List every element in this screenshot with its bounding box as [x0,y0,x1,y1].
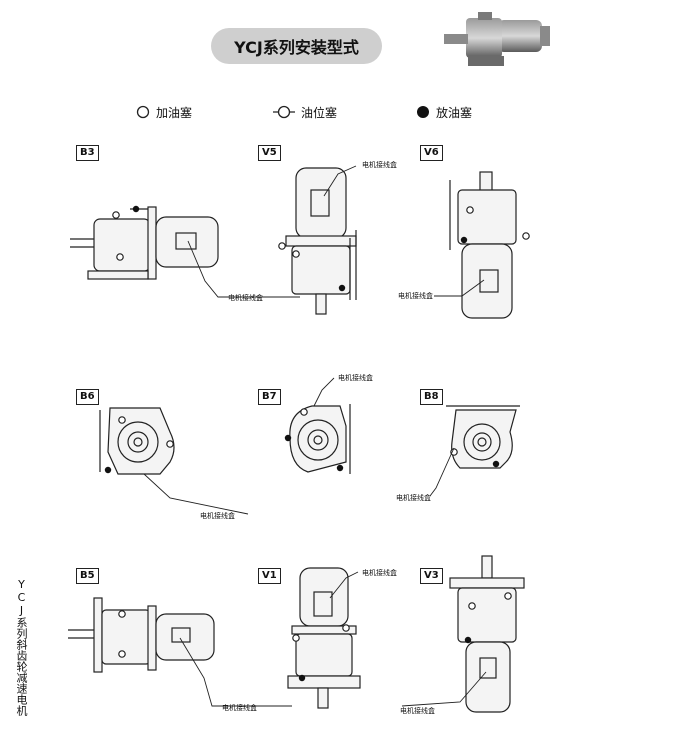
form-tag-v5: V5 [258,145,281,161]
terminal-box-label: 电机接线盒 [228,294,263,302]
diagram-v1 [286,566,366,716]
diagram-b5 [68,597,292,718]
form-tag-b6: B6 [76,389,99,405]
legend-level-plug: 油位塞 [273,103,337,121]
diagram-b8 [429,402,530,502]
diagram-b7 [278,377,378,482]
legend-label: 油位塞 [301,105,338,120]
form-tag-b3: B3 [76,145,99,161]
form-tag-b7: B7 [258,389,281,405]
form-tag-b8: B8 [420,389,443,405]
filled-circle-icon [417,106,429,118]
terminal-box-label: 电机接线盒 [200,512,235,520]
form-tag-v3: V3 [420,568,443,584]
legend-fill-plug: 加油塞 [136,103,192,121]
form-tag-b5: B5 [76,568,99,584]
legend-drain-plug: 放油塞 [416,103,472,121]
diagram-v3 [401,555,528,716]
form-tag-v6: V6 [420,145,443,161]
terminal-box-label: 电机接线盒 [398,292,433,300]
gearmotor-photo [438,6,556,76]
terminal-box-label: 电机接线盒 [222,704,257,712]
legend-label: 放油塞 [436,105,473,120]
open-circle-icon [136,105,150,119]
terminal-box-label: 电机接线盒 [362,161,397,169]
terminal-box-label: 电机接线盒 [338,374,373,382]
page-title: YCJ系列安装型式 [211,28,382,64]
terminal-box-label: 电机接线盒 [400,707,435,715]
circle-with-line-icon [273,105,295,119]
diagram-b3 [70,195,300,315]
form-tag-v1: V1 [258,568,281,584]
diagram-b6 [98,402,258,522]
legend-label: 加油塞 [156,105,193,120]
terminal-box-label: 电机接线盒 [396,494,431,502]
diagram-v6 [434,170,554,320]
diagram-v5 [276,160,386,320]
series-side-label: YCJ系列斜齿轮减速电机 [15,578,28,716]
terminal-box-label: 电机接线盒 [362,569,397,577]
